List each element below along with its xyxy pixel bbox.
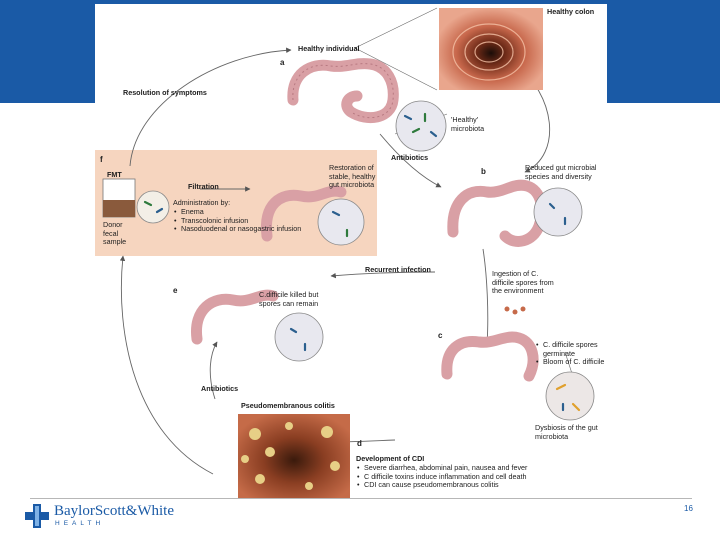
label-antibiotics-top: Antibiotics [391, 153, 429, 162]
arrow-recurrent [330, 271, 436, 279]
arrow-left-return [119, 255, 214, 475]
label-antibiotics-e: Antibiotics [201, 384, 239, 393]
label-dysbiosis: Dysbiosis of the gut microbiota [535, 423, 598, 441]
label-reduced: Reduced gut microbial species and divers… [525, 163, 597, 181]
label-fmt: FMT [107, 170, 122, 179]
label-ingestion: Ingestion of C. difficile spores from th… [492, 269, 554, 296]
cdi-item: Severe diarrhea, abdominal pain, nausea … [357, 463, 527, 473]
label-donor: Donor fecal sample [103, 220, 127, 247]
page-number: 16 [684, 504, 693, 513]
arrow-resolution [129, 47, 292, 167]
letter-b: b [481, 167, 486, 176]
colon-e [191, 289, 279, 345]
arrow-ingestion [482, 248, 491, 345]
microbiota-b [533, 187, 583, 237]
c-list: C. difficile spores germinate Bloom of C… [535, 340, 604, 367]
colon-c [441, 331, 539, 382]
label-filtration: Filtration [188, 182, 219, 191]
label-killed: C.difficile killed but spores can remain [259, 290, 319, 308]
pseudomembranous-colitis-photo [238, 414, 350, 498]
letter-d: d [357, 439, 362, 448]
microbiota-fmt [317, 198, 365, 246]
colon-a [287, 58, 399, 124]
fmt-item: Transcolonic infusion [174, 216, 301, 226]
microbiota-a [395, 100, 447, 152]
label-healthy-colon: Healthy colon [547, 7, 595, 16]
arrow-antibiotics [379, 133, 442, 188]
label-healthy-microbiota: 'Healthy' microbiota [451, 115, 485, 133]
letter-e: e [173, 286, 178, 295]
label-restoration: Restoration of stable, healthy gut micro… [329, 163, 376, 190]
cdi-cycle-figure: Healthy colon Healthy individual a Resol… [95, 4, 607, 498]
cycle-diagram-graphics [102, 7, 595, 498]
label-cdi-title: Development of CDI [356, 454, 425, 463]
letter-c: c [438, 331, 443, 340]
brand-name: BaylorScott&White [54, 503, 174, 519]
label-resolution: Resolution of symptoms [123, 88, 207, 97]
fmt-administration-list: Enema Transcolonic infusion Nasoduodenal… [173, 207, 301, 234]
colon-b [447, 179, 548, 247]
brand-sub: HEALTH [55, 520, 105, 527]
label-recurrent-infection: Recurrent infection [365, 265, 431, 274]
fmt-item: Nasoduodenal or nasogastric infusion [174, 225, 301, 234]
fmt-item: Enema [174, 207, 301, 217]
cdi-item: C difficile toxins induce inflammation a… [357, 472, 527, 482]
letter-f: f [100, 155, 103, 164]
cross-logo-icon [25, 504, 49, 528]
footer-divider [30, 498, 692, 499]
c-item: Bloom of C. difficile [536, 358, 604, 367]
microbiota-e [274, 312, 324, 362]
label-administration: Administration by: [173, 198, 231, 207]
microbiota-c [545, 371, 595, 421]
label-healthy-individual: Healthy individual [298, 44, 360, 53]
c-item: C. difficile spores germinate [536, 340, 603, 358]
letter-a: a [280, 58, 285, 67]
arrow-antibiotics-e [209, 341, 218, 400]
healthy-colon-photo [439, 8, 543, 90]
cdi-item: CDI can cause pseudomembranous colitis [357, 481, 527, 490]
cdi-list: Severe diarrhea, abdominal pain, nausea … [356, 463, 527, 490]
label-pseudomembranous: Pseudomembranous colitis [241, 401, 335, 410]
